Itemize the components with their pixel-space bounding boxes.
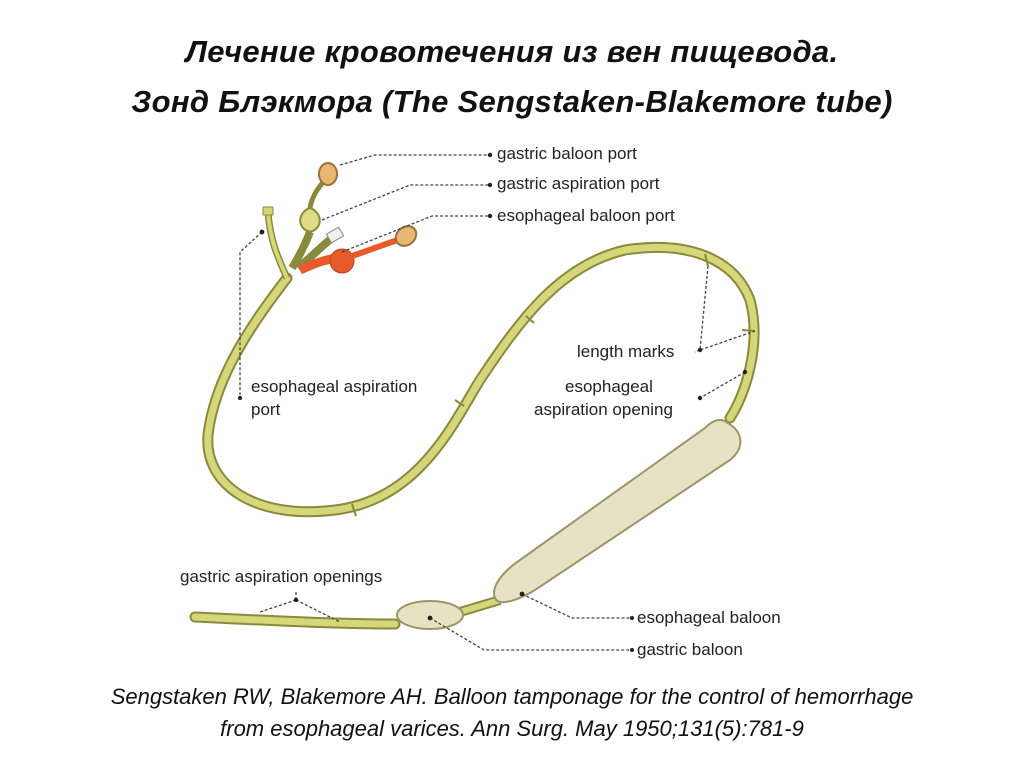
citation-line-1: Sengstaken RW, Blakemore AH. Balloon tam… xyxy=(110,684,914,709)
citation-line-2: from esophageal varices. Ann Surg. May 1… xyxy=(220,716,804,741)
label-esophageal-aspiration-port-line1: esophageal aspiration xyxy=(251,377,418,396)
tube xyxy=(189,241,760,630)
label-gastric-aspiration-openings: gastric aspiration openings xyxy=(180,567,383,586)
label-gastric-aspiration-port: gastric aspiration port xyxy=(497,174,660,193)
label-esophageal-aspiration-opening-line1: esophageal xyxy=(565,377,653,396)
label-gastric-balloon: gastric baloon xyxy=(637,640,743,659)
label-length-marks: length marks xyxy=(577,342,675,361)
leader-dots xyxy=(238,152,748,652)
title-line-1: Лечение кровотечения из вен пищевода. xyxy=(185,34,839,69)
label-esophageal-balloon-port: esophageal baloon port xyxy=(497,206,675,225)
label-esophageal-aspiration-port-line2: port xyxy=(251,400,281,419)
leader-lines xyxy=(239,154,756,651)
esophageal-balloon xyxy=(493,418,742,604)
gastric-balloon xyxy=(396,600,464,630)
label-esophageal-balloon: esophageal baloon xyxy=(637,608,781,627)
ports xyxy=(262,162,418,280)
label-gastric-balloon-port: gastric baloon port xyxy=(497,144,637,163)
label-esophageal-aspiration-opening-line2: aspiration opening xyxy=(534,400,673,419)
title-line-2: Зонд Блэкмора (The Sengstaken-Blakemore … xyxy=(131,84,893,119)
